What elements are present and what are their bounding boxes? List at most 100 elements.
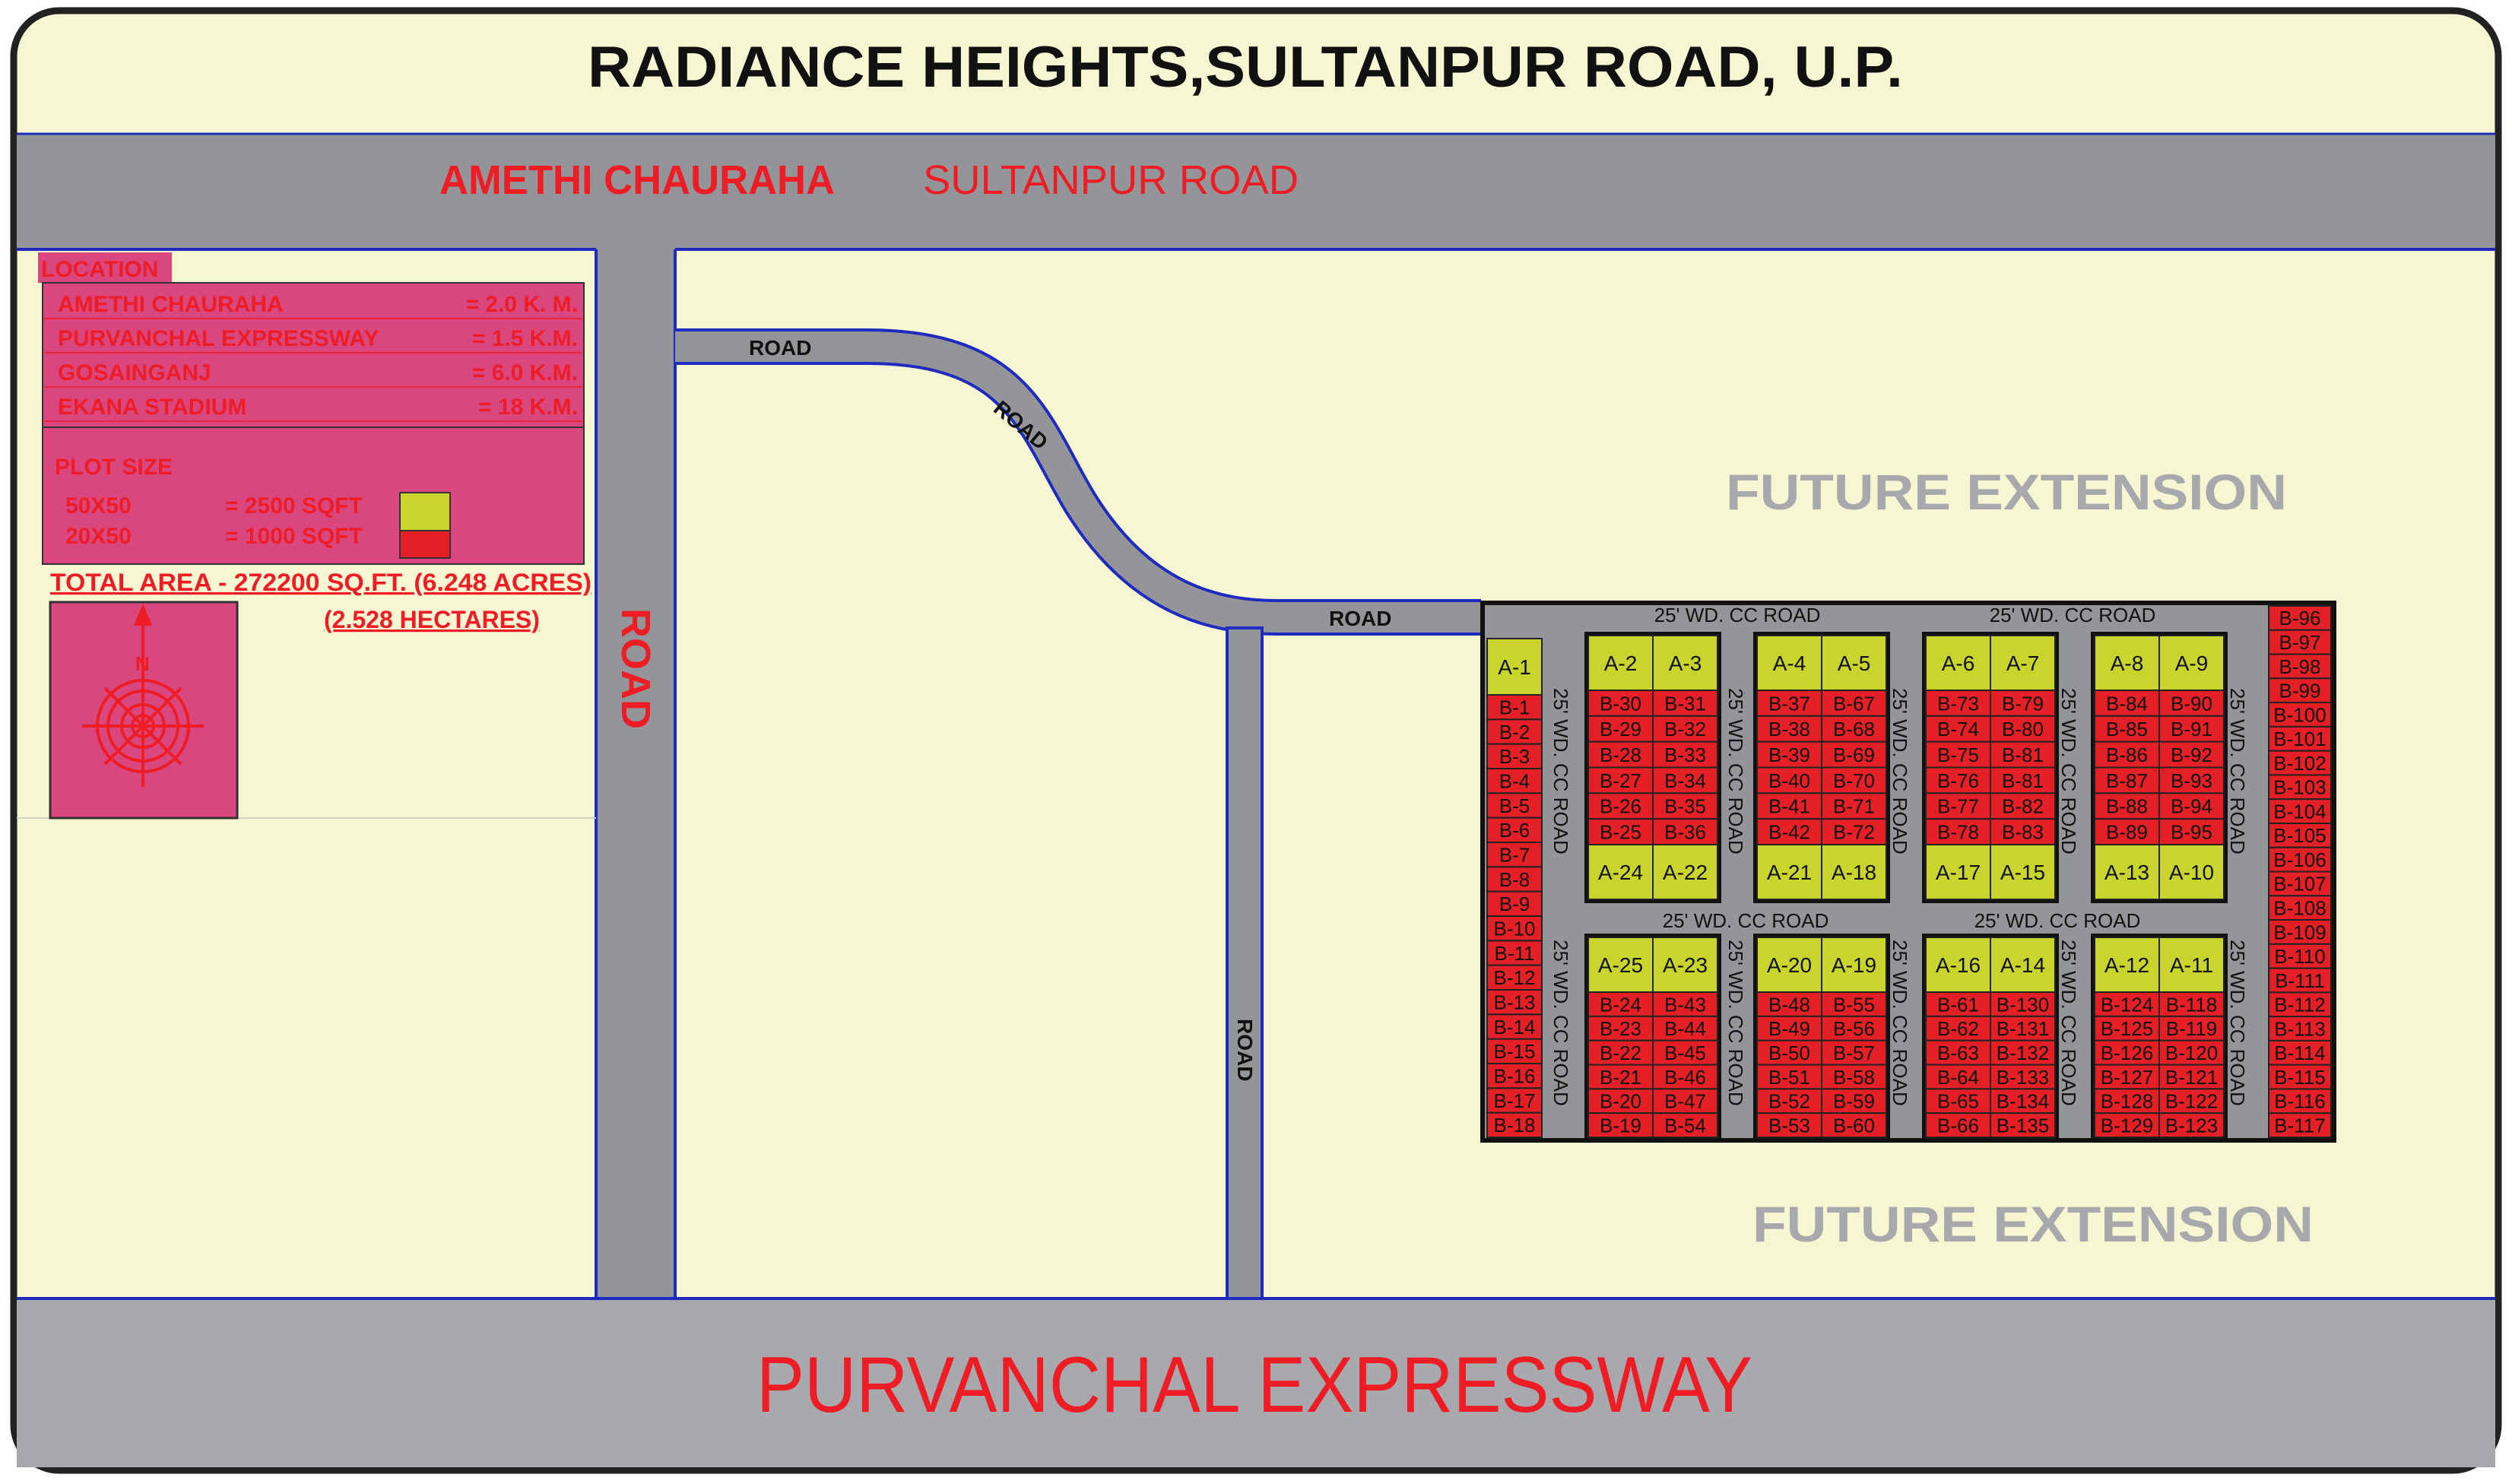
plot-label: B-48 bbox=[1768, 993, 1810, 1016]
small-plot bbox=[2268, 1088, 2332, 1115]
cc-road-label-vertical: 25' WD. CC ROAD bbox=[2226, 688, 2249, 855]
plot-label: B-128 bbox=[2101, 1090, 2153, 1113]
location-name: GOSAINGANJ bbox=[58, 360, 211, 385]
small-plot bbox=[1990, 991, 2056, 1017]
north-label: N bbox=[135, 652, 150, 675]
plot-label: B-27 bbox=[1600, 769, 1641, 792]
plot-label: B-53 bbox=[1768, 1114, 1810, 1137]
plot-size-dims: 20X50 bbox=[65, 524, 132, 549]
small-plot bbox=[2094, 690, 2160, 717]
location-name: PURVANCHAL EXPRESSWAY bbox=[58, 326, 379, 351]
plot-label: B-62 bbox=[1937, 1017, 1979, 1040]
left-road-label: ROAD bbox=[613, 608, 658, 729]
plot-label: B-73 bbox=[1937, 692, 1979, 715]
amethi-chauraha-label: AMETHI CHAURAHA bbox=[439, 157, 835, 203]
plot-label: A-24 bbox=[1598, 861, 1643, 884]
small-plot bbox=[1925, 766, 1991, 794]
small-plot bbox=[2268, 1016, 2332, 1042]
small-plot bbox=[2158, 1064, 2225, 1090]
map-title: RADIANCE HEIGHTS,SULTANPUR ROAD, U.P. bbox=[588, 35, 1903, 100]
location-name: AMETHI CHAURAHA bbox=[58, 292, 284, 317]
plot-label: B-5 bbox=[1499, 794, 1530, 817]
large-plot bbox=[2158, 937, 2225, 993]
plot-label: B-100 bbox=[2273, 703, 2326, 726]
plot-label: B-26 bbox=[1600, 795, 1641, 818]
plot-label: B-65 bbox=[1937, 1090, 1979, 1113]
plot-label: A-18 bbox=[1832, 861, 1876, 884]
plot-label: A-8 bbox=[2111, 652, 2144, 675]
small-plot bbox=[1587, 1112, 1654, 1138]
location-distance: = 1.5 K.M. bbox=[472, 326, 578, 351]
small-plot bbox=[1486, 1013, 1543, 1040]
small-plot bbox=[1756, 690, 1822, 717]
plot-label: B-124 bbox=[2101, 993, 2153, 1016]
small-plot bbox=[1652, 1112, 1718, 1138]
small-plot bbox=[1652, 1088, 1718, 1115]
plot-label: B-127 bbox=[2101, 1066, 2153, 1089]
large-plot bbox=[1990, 937, 2056, 993]
plot-label: B-55 bbox=[1833, 993, 1875, 1016]
plot-label: B-76 bbox=[1937, 769, 1979, 792]
total-area: TOTAL AREA - 272200 SQ.FT. (6.248 ACRES) bbox=[50, 569, 592, 596]
large-plot bbox=[1756, 937, 1822, 993]
plot-label: B-83 bbox=[2002, 820, 2044, 843]
large-plot bbox=[2094, 937, 2160, 993]
plot-label: B-74 bbox=[1937, 718, 1979, 740]
small-plot bbox=[1587, 792, 1654, 820]
small-plot bbox=[2268, 846, 2332, 873]
small-plot bbox=[2094, 715, 2160, 743]
small-plot bbox=[2268, 943, 2332, 969]
small-plot bbox=[2158, 1112, 2225, 1138]
plot-label: B-1 bbox=[1499, 696, 1530, 719]
small-plot bbox=[1652, 792, 1718, 820]
small-plot bbox=[1756, 715, 1822, 743]
large-plot bbox=[2094, 844, 2160, 900]
plot-label: B-46 bbox=[1664, 1066, 1706, 1089]
left-vertical-road bbox=[596, 249, 675, 1298]
cc-road-label: 25' WD. CC ROAD bbox=[1990, 604, 2156, 626]
large-plot bbox=[1756, 844, 1822, 900]
plot-label: B-87 bbox=[2106, 769, 2148, 792]
small-plot bbox=[1756, 1015, 1822, 1042]
small-plot bbox=[1821, 1112, 1887, 1138]
small-plot bbox=[1652, 1015, 1718, 1042]
cc-road-label-vertical: 25' WD. CC ROAD bbox=[2226, 940, 2249, 1106]
plot-label: B-66 bbox=[1937, 1114, 1979, 1137]
plot-label: A-16 bbox=[1936, 953, 1981, 977]
curve-road-label-3: ROAD bbox=[1329, 607, 1391, 630]
small-plot bbox=[2268, 653, 2332, 680]
small-plot bbox=[2268, 895, 2332, 921]
plot-label: A-19 bbox=[1832, 953, 1876, 977]
small-plot bbox=[1486, 768, 1543, 794]
plot-label: A-9 bbox=[2175, 652, 2209, 675]
cc-road-label-vertical: 25' WD. CC ROAD bbox=[1549, 940, 1572, 1106]
small-plot bbox=[1486, 743, 1543, 770]
legend: LOCATION AMETHI CHAURAHA= 2.0 K. M.PURVA… bbox=[17, 252, 596, 820]
hectares: (2.528 HECTARES) bbox=[324, 606, 540, 633]
plot-label: B-98 bbox=[2279, 655, 2321, 678]
plot-label: B-78 bbox=[1937, 820, 1979, 843]
plot-label: B-16 bbox=[1494, 1065, 1536, 1088]
small-plot bbox=[2268, 677, 2332, 704]
small-plot bbox=[1925, 690, 1991, 717]
plot-label: B-99 bbox=[2279, 680, 2321, 702]
cc-road-label-vertical: 25' WD. CC ROAD bbox=[2057, 940, 2080, 1106]
plot-label: B-39 bbox=[1768, 744, 1810, 766]
small-plot bbox=[1821, 1088, 1887, 1115]
location-distance: = 18 K.M. bbox=[478, 395, 578, 420]
plot-label: B-2 bbox=[1499, 721, 1530, 744]
plot-label: B-9 bbox=[1499, 893, 1530, 915]
plot-label: B-42 bbox=[1768, 820, 1810, 843]
plot-label: B-71 bbox=[1833, 795, 1875, 818]
plot-label: B-47 bbox=[1664, 1090, 1706, 1113]
large-plot bbox=[1652, 937, 1718, 993]
plot-label: A-21 bbox=[1767, 861, 1812, 884]
large-plot bbox=[1587, 635, 1654, 691]
plot-label: B-120 bbox=[2165, 1042, 2218, 1064]
small-plot bbox=[2268, 822, 2332, 848]
plot-label: A-14 bbox=[2000, 953, 2045, 977]
small-plot bbox=[1821, 1015, 1887, 1042]
small-plot bbox=[1486, 1111, 1543, 1138]
